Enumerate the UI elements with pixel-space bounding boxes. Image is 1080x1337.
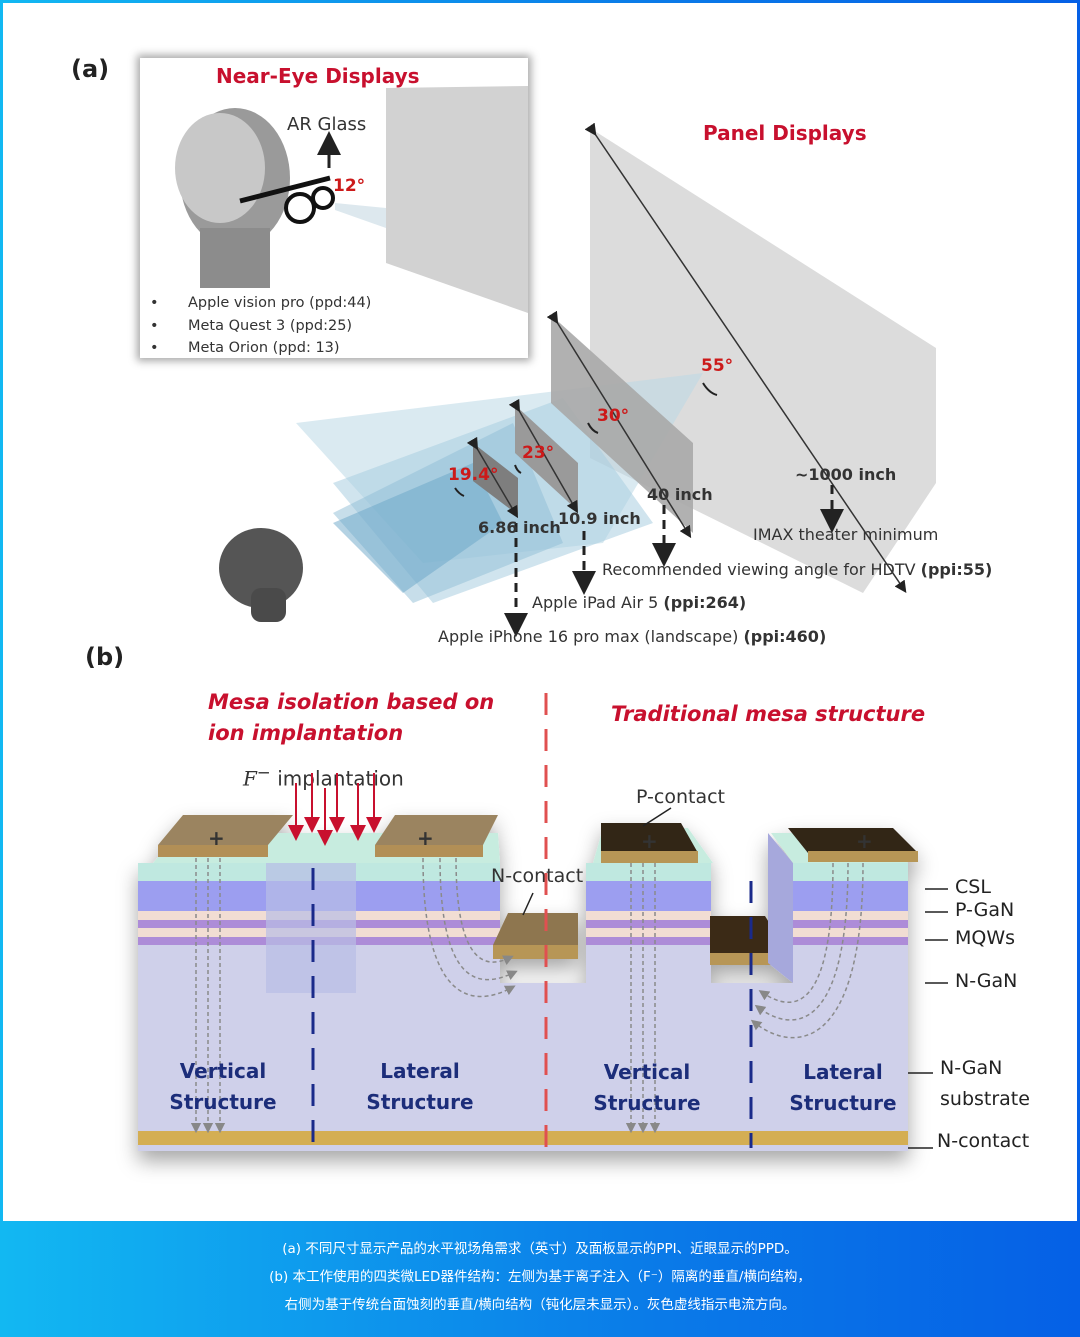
imax-product-label: IMAX theater minimum [753,525,939,544]
plus-sign: + [417,826,434,850]
size-ipad-label: 10.9 inch [558,509,641,528]
panel-displays-graphic [219,122,936,637]
ar-glass-label: AR Glass [287,114,367,135]
microled-structures-graphic [138,693,948,1151]
near-eye-inset: Near-Eye Displays AR Glass 12° •Apple vi… [140,58,528,358]
angle-arc-30 [587,422,599,434]
size-hdtv-label: 40 inch [647,485,713,504]
glasses-lens-right [311,186,335,210]
p-contact-lateral-left [375,815,498,845]
product-item: •Meta Quest 3 (ppd:25) [150,317,353,334]
near-eye-title: Near-Eye Displays [216,64,420,88]
panel-displays-title: Panel Displays [703,121,867,145]
glasses-temple [239,175,331,204]
person-neck [200,228,270,288]
angle-arc-55 [702,382,718,396]
viewer-neck [251,588,286,622]
angle-30-label: 30° [597,406,630,426]
layer-label-mqws: MQWs [955,927,1016,949]
n-contact-lateral-left [493,913,578,945]
viewer-head-icon [219,528,303,608]
implantation-arrows [288,773,382,846]
layer-label-n-gan: N-GaN [955,970,1018,992]
p-contact-lateral-right [788,828,918,853]
left-section-title: Mesa isolation based on ion implantation [208,690,495,745]
p-contact-vertical-right [601,823,698,853]
p-contact-vertical-left [158,815,293,845]
current-paths [190,857,864,1134]
layer-label-p-gan: P-GaN [955,899,1015,921]
ipad-product-label: Apple iPad Air 5 (ppi:264) [532,593,747,612]
plus-sign: + [856,829,873,853]
ar-view-wedge [335,203,386,228]
panel-b-label: (b) [85,643,125,671]
angle-55-label: 55° [701,356,734,376]
hdtv-diagonal-arrow [546,310,692,539]
layer-label-csl: CSL [955,876,991,898]
size-imax-label: ~1000 inch [795,465,897,484]
view-wedge-19 [333,463,503,593]
angle-arc-23 [514,464,522,474]
ar-angle-label: 12° [333,176,366,196]
iphone-product-label: Apple iPhone 16 pro max (landscape) (ppi… [438,627,827,646]
glasses-lens-left [284,192,316,224]
product-item: •Apple vision pro (ppd:44) [150,295,372,311]
p-contact-label: P-contact [636,786,725,808]
angle-arc-19 [454,487,465,497]
n-contact-top-label: N-contact [491,865,584,887]
person-head-highlight [175,113,265,223]
implantation-label: F− implantation [243,763,404,791]
plus-sign: + [208,826,225,850]
angle-23-label: 23° [522,443,555,463]
ar-virtual-screen [386,86,528,313]
product-item: •Meta Orion (ppd: 13) [150,340,340,356]
wafer-block [138,815,918,1151]
imax-diagonal-arrow [584,122,907,593]
angle-19-label: 19.4° [448,465,499,485]
figure-caption: (a) 不同尺寸显示产品的水平视场角需求（英寸）及面板显示的PPI、近眼显示的P… [0,1222,1080,1337]
near-eye-product-list: •Apple vision pro (ppd:44) •Meta Quest 3… [150,292,371,360]
n-contact-bottom [138,1131,908,1145]
caption-line: (b) 本工作使用的四类微LED器件结构：左侧为基于离子注入（F⁻）隔离的垂直/… [269,1269,811,1285]
caption-line: 右侧为基于传统台面蚀刻的垂直/横向结构（钝化层未显示）。灰色虚线指示电流方向。 [284,1297,796,1313]
panel-a-label: (a) [71,55,110,83]
implanted-region [266,863,356,993]
layer-leader-lines [522,807,948,1149]
right-section-title: Traditional mesa structure [611,702,926,726]
layer-label-n-gan-substrate: N-GaN substrate [940,1057,1030,1110]
n-gan-substrate [138,983,908,1151]
ar-head-graphic [175,86,528,313]
ipad-diagonal-arrow [508,398,578,514]
figure-canvas: (a) Nea [3,3,1077,1221]
plus-sign: + [641,829,658,853]
caption-line: (a) 不同尺寸显示产品的水平视场角需求（英寸）及面板显示的PPI、近眼显示的P… [282,1241,798,1257]
iphone-diagonal-arrow [466,436,519,519]
size-iphone-label: 6.86 inch [478,518,561,537]
layer-label-n-contact: N-contact [937,1130,1030,1152]
hdtv-product-label: Recommended viewing angle for HDTV (ppi:… [602,560,993,579]
